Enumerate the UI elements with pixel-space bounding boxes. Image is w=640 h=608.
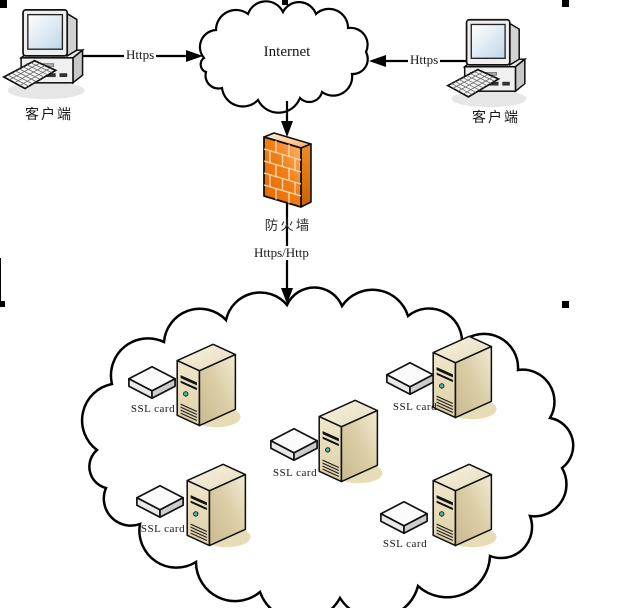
left-https-label: Https	[124, 47, 157, 62]
ssl-card-label: SSL card	[130, 403, 176, 415]
ssl-card-label: SSL card	[382, 538, 428, 550]
server-icon	[432, 463, 498, 549]
selection-handle-mid-left[interactable]	[0, 301, 5, 307]
client-computer-icon-right	[446, 18, 528, 109]
ssl-card-icon	[128, 365, 176, 400]
firewall-icon	[263, 132, 312, 208]
https-http-label: Https/Http	[252, 245, 311, 260]
ssl-card-label: SSL card	[272, 467, 318, 479]
selection-handle-top-right[interactable]	[562, 0, 569, 7]
internet-label: Internet	[263, 44, 311, 60]
client-label-right: 客户端	[472, 111, 520, 126]
ssl-card-label: SSL card	[392, 401, 438, 413]
server-icon	[186, 463, 252, 549]
right-https-label: Https	[408, 52, 441, 67]
selection-handle-top-center[interactable]	[282, 0, 288, 5]
client-computer-icon-left	[2, 8, 86, 100]
ssl-card-icon	[270, 427, 318, 462]
selection-handle-mid-right[interactable]	[562, 301, 569, 308]
ssl-card-label: SSL card	[140, 523, 186, 535]
client-label-left: 客户端	[25, 108, 73, 123]
ssl-card-icon	[136, 484, 184, 519]
firewall-label: 防火墙	[264, 218, 312, 233]
selection-handle-top-left[interactable]	[0, 0, 7, 8]
ssl-card-icon	[380, 500, 428, 535]
internet-cloud	[198, 0, 369, 114]
server-icon	[176, 343, 242, 429]
canvas-border-left	[0, 258, 1, 306]
